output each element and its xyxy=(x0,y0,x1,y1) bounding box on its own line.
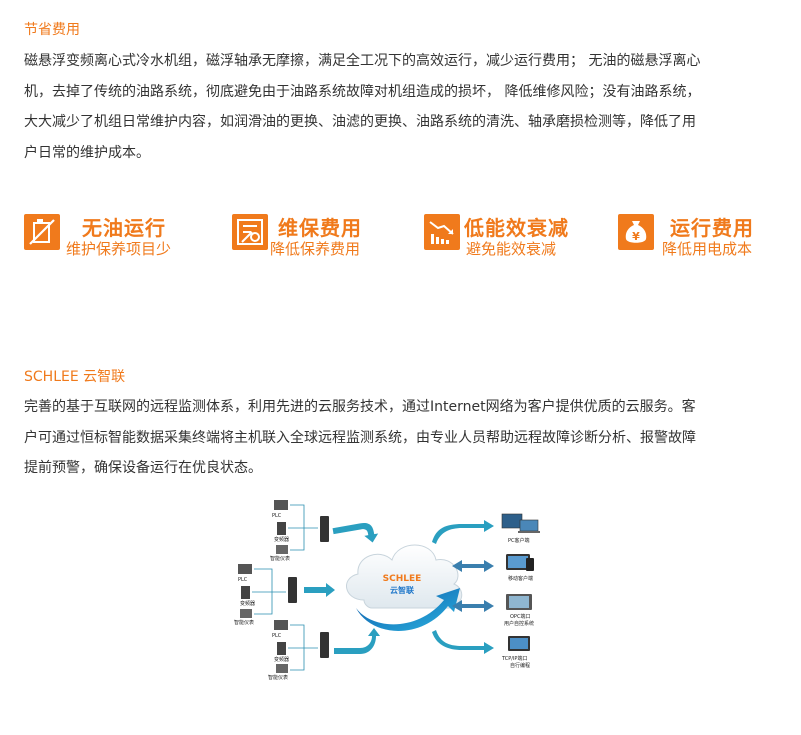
feature-subtitle: 降低用电成本 xyxy=(662,240,753,258)
plc-device-icon xyxy=(238,564,252,574)
cloud-swoosh xyxy=(356,588,460,631)
paragraph-line: 大大减少了机组日常维护内容，如润滑油的更换、油滤的更换、油路系统的清洗、轴承磨损… xyxy=(24,114,696,130)
cloud-paragraph: 完善的基于互联网的远程监测体系，利用先进的云服务技术，通过Internet网络为… xyxy=(24,392,769,484)
feature-subtitle: 维护保养项目少 xyxy=(66,240,172,258)
feature-subtitle: 避免能效衰减 xyxy=(466,240,557,258)
cost-paragraph: 磁悬浮变频离心式冷水机组，磁浮轴承无摩擦，满足全工况下的高效运行，减少运行费用；… xyxy=(24,46,769,168)
client-connections xyxy=(432,520,494,654)
cloud-shape xyxy=(346,544,463,609)
plc-device-icon xyxy=(274,620,288,630)
client-pc: PC客户端 xyxy=(501,513,540,544)
meter-device-icon xyxy=(240,609,252,618)
plc-label: PLC xyxy=(238,577,248,583)
client-label-secondary: 自行编程 xyxy=(510,662,530,669)
meter-device-icon xyxy=(276,664,288,673)
client-label: TCP/IP端口 xyxy=(501,655,527,662)
plc-label: PLC xyxy=(272,633,282,639)
paragraph-line: 机，去掉了传统的油路系统，彻底避免由于油路系统故障对机组造成的损坏， 降低维修风… xyxy=(24,83,701,100)
plc-label: PLC xyxy=(272,513,282,519)
client-label: PC客户端 xyxy=(508,537,530,544)
meter-label: 智能仪表 xyxy=(268,674,288,681)
phone-icon xyxy=(526,558,534,571)
section-heading-cost: 节省费用 xyxy=(24,22,80,38)
cloud-label-text: 云智联 xyxy=(390,585,414,595)
inverter-device-icon xyxy=(241,586,250,599)
diagram-canvas: PLC 变频器 智能仪表 PLC 变频器 智能仪表 PLC xyxy=(234,500,540,681)
inverter-label: 变频器 xyxy=(274,536,289,543)
paragraph-line: 提前预警，确保设备运行在优良状态。 xyxy=(24,460,262,476)
feature-title: 无油运行 xyxy=(82,216,166,240)
meter-label: 智能仪表 xyxy=(270,555,290,562)
data-terminal-icon xyxy=(320,632,329,658)
feature-title: 低能效衰减 xyxy=(464,216,569,240)
feature-subtitle: 降低保养费用 xyxy=(270,240,361,258)
client-mobile: 移动客户端 xyxy=(506,554,534,582)
plc-device-icon xyxy=(274,500,288,510)
svg-text:¥: ¥ xyxy=(632,230,640,243)
device-group-3: PLC 变频器 智能仪表 xyxy=(268,620,380,681)
feature-title: 维保费用 xyxy=(278,216,362,240)
monitor-icon xyxy=(501,513,523,529)
inverter-device-icon xyxy=(277,642,286,655)
meter-label: 智能仪表 xyxy=(234,619,254,626)
data-terminal-icon xyxy=(288,577,297,603)
feature-title: 运行费用 xyxy=(670,216,754,240)
money-bag-icon: ¥ xyxy=(618,214,654,250)
client-label: 移动客户端 xyxy=(508,575,533,582)
client-opc: OPC端口 用户自控系统 xyxy=(504,594,534,627)
maintenance-icon xyxy=(232,214,268,250)
device-group-2: PLC 变频器 智能仪表 xyxy=(234,564,335,626)
inverter-device-icon xyxy=(277,522,286,535)
paragraph-line: 户日常的维护成本。 xyxy=(24,144,150,161)
cloud-platform: SCHLEE 云智联 xyxy=(346,544,463,631)
inverter-label: 变频器 xyxy=(240,600,255,607)
client-label-secondary: 用户自控系统 xyxy=(504,620,534,627)
data-terminal-icon xyxy=(320,516,329,542)
cloud-architecture-diagram: PLC 变频器 智能仪表 PLC 变频器 智能仪表 PLC xyxy=(222,480,567,685)
decline-chart-icon xyxy=(424,214,460,250)
laptop-icon xyxy=(519,519,539,532)
client-label: OPC端口 xyxy=(510,613,530,620)
paragraph-line: 户可通过恒标智能数据采集终端将主机联入全球远程监测系统，由专业人员帮助远程故障诊… xyxy=(24,429,696,446)
cloud-brand-text: SCHLEE xyxy=(383,574,422,584)
no-oil-icon xyxy=(24,214,60,250)
device-group-1: PLC 变频器 智能仪表 xyxy=(270,500,379,562)
section-heading-cloud: SCHLEE 云智联 xyxy=(24,369,126,385)
paragraph-line: 完善的基于互联网的远程监测体系，利用先进的云服务技术，通过Internet网络为… xyxy=(24,399,696,415)
client-tcpip: TCP/IP端口 自行编程 xyxy=(501,636,530,669)
paragraph-line: 磁悬浮变频离心式冷水机组，磁浮轴承无摩擦，满足全工况下的高效运行，减少运行费用；… xyxy=(24,53,701,69)
inverter-label: 变频器 xyxy=(274,656,289,663)
meter-device-icon xyxy=(276,545,288,554)
